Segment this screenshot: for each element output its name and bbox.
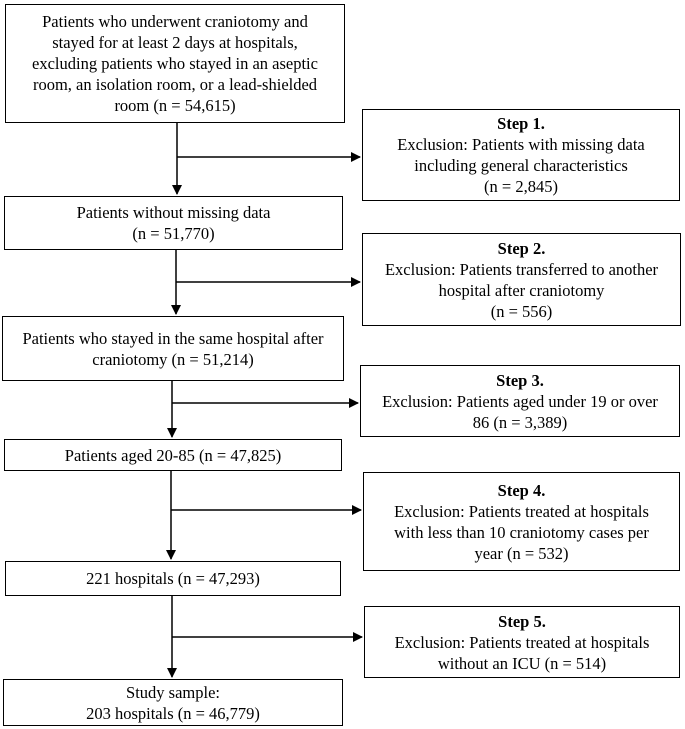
main-box-2-line: (n = 51,770) [132,224,215,243]
main-box-5-line: 221 hospitals (n = 47,293) [86,569,260,588]
main-box-1: Patients who underwent craniotomy and st… [5,4,345,123]
main-box-6-line: 203 hospitals (n = 46,779) [86,703,260,723]
main-box-2-line: Patients without missing data [76,203,271,222]
main-box-1-line: stayed for at least 2 days at hospitals, [52,33,298,52]
main-box-3-line: craniotomy (n = 51,214) [92,349,254,369]
exclusion-box-4-line: year (n = 532) [474,543,569,563]
main-box-1-line: excluding patients who stayed in an asep… [32,54,318,73]
exclusion-box-5-step: Step 5. [498,611,546,631]
exclusion-box-1-line: Exclusion: Patients with missing data [397,135,645,154]
main-box-6: Study sample: 203 hospitals (n = 46,779) [3,679,343,726]
main-box-2: Patients without missing data (n = 51,77… [4,196,343,250]
main-box-1-line: room (n = 54,615) [114,96,236,115]
exclusion-box-1: Step 1. Exclusion: Patients with missing… [362,109,680,201]
exclusion-box-5-line: without an ICU (n = 514) [437,653,607,673]
main-box-3-line: Patients who stayed in the same hospital… [22,328,324,348]
exclusion-box-2-line: Exclusion: Patients transferred to anoth… [384,259,659,279]
exclusion-box-4-step: Step 4. [497,480,546,500]
exclusion-box-2-step: Step 2. [497,238,546,258]
exclusion-box-4-line: with less than 10 craniotomy cases per [394,522,649,542]
main-box-6-line: Study sample: [126,682,220,702]
main-box-5: 221 hospitals (n = 47,293) [5,561,341,596]
exclusion-box-3: Step 3. Exclusion: Patients aged under 1… [360,365,680,437]
exclusion-box-3-step: Step 3. [496,370,544,390]
exclusion-box-1-line: (n = 2,845) [484,177,558,196]
exclusion-box-2-line: hospital after craniotomy [438,280,605,300]
main-box-1-line: Patients who underwent craniotomy and [42,12,308,31]
exclusion-box-5-line: Exclusion: Patients treated at hospitals [394,632,650,652]
exclusion-box-5: Step 5. Exclusion: Patients treated at h… [364,606,680,678]
exclusion-box-3-line: Exclusion: Patients aged under 19 or ove… [382,391,658,411]
exclusion-box-4-line: Exclusion: Patients treated at hospitals [394,501,649,521]
main-box-1-line: room, an isolation room, or a lead-shiel… [32,75,318,94]
main-box-4-line: Patients aged 20-85 (n = 47,825) [64,445,282,465]
exclusion-box-2-line: (n = 556) [490,301,553,321]
exclusion-box-3-line: 86 (n = 3,389) [472,412,568,432]
exclusion-box-2: Step 2. Exclusion: Patients transferred … [362,233,681,326]
exclusion-box-4: Step 4. Exclusion: Patients treated at h… [363,472,680,571]
main-box-3: Patients who stayed in the same hospital… [2,316,344,381]
exclusion-box-1-step: Step 1. [497,114,545,133]
main-box-4: Patients aged 20-85 (n = 47,825) [4,439,342,471]
exclusion-box-1-line: including general characteristics [414,156,628,175]
